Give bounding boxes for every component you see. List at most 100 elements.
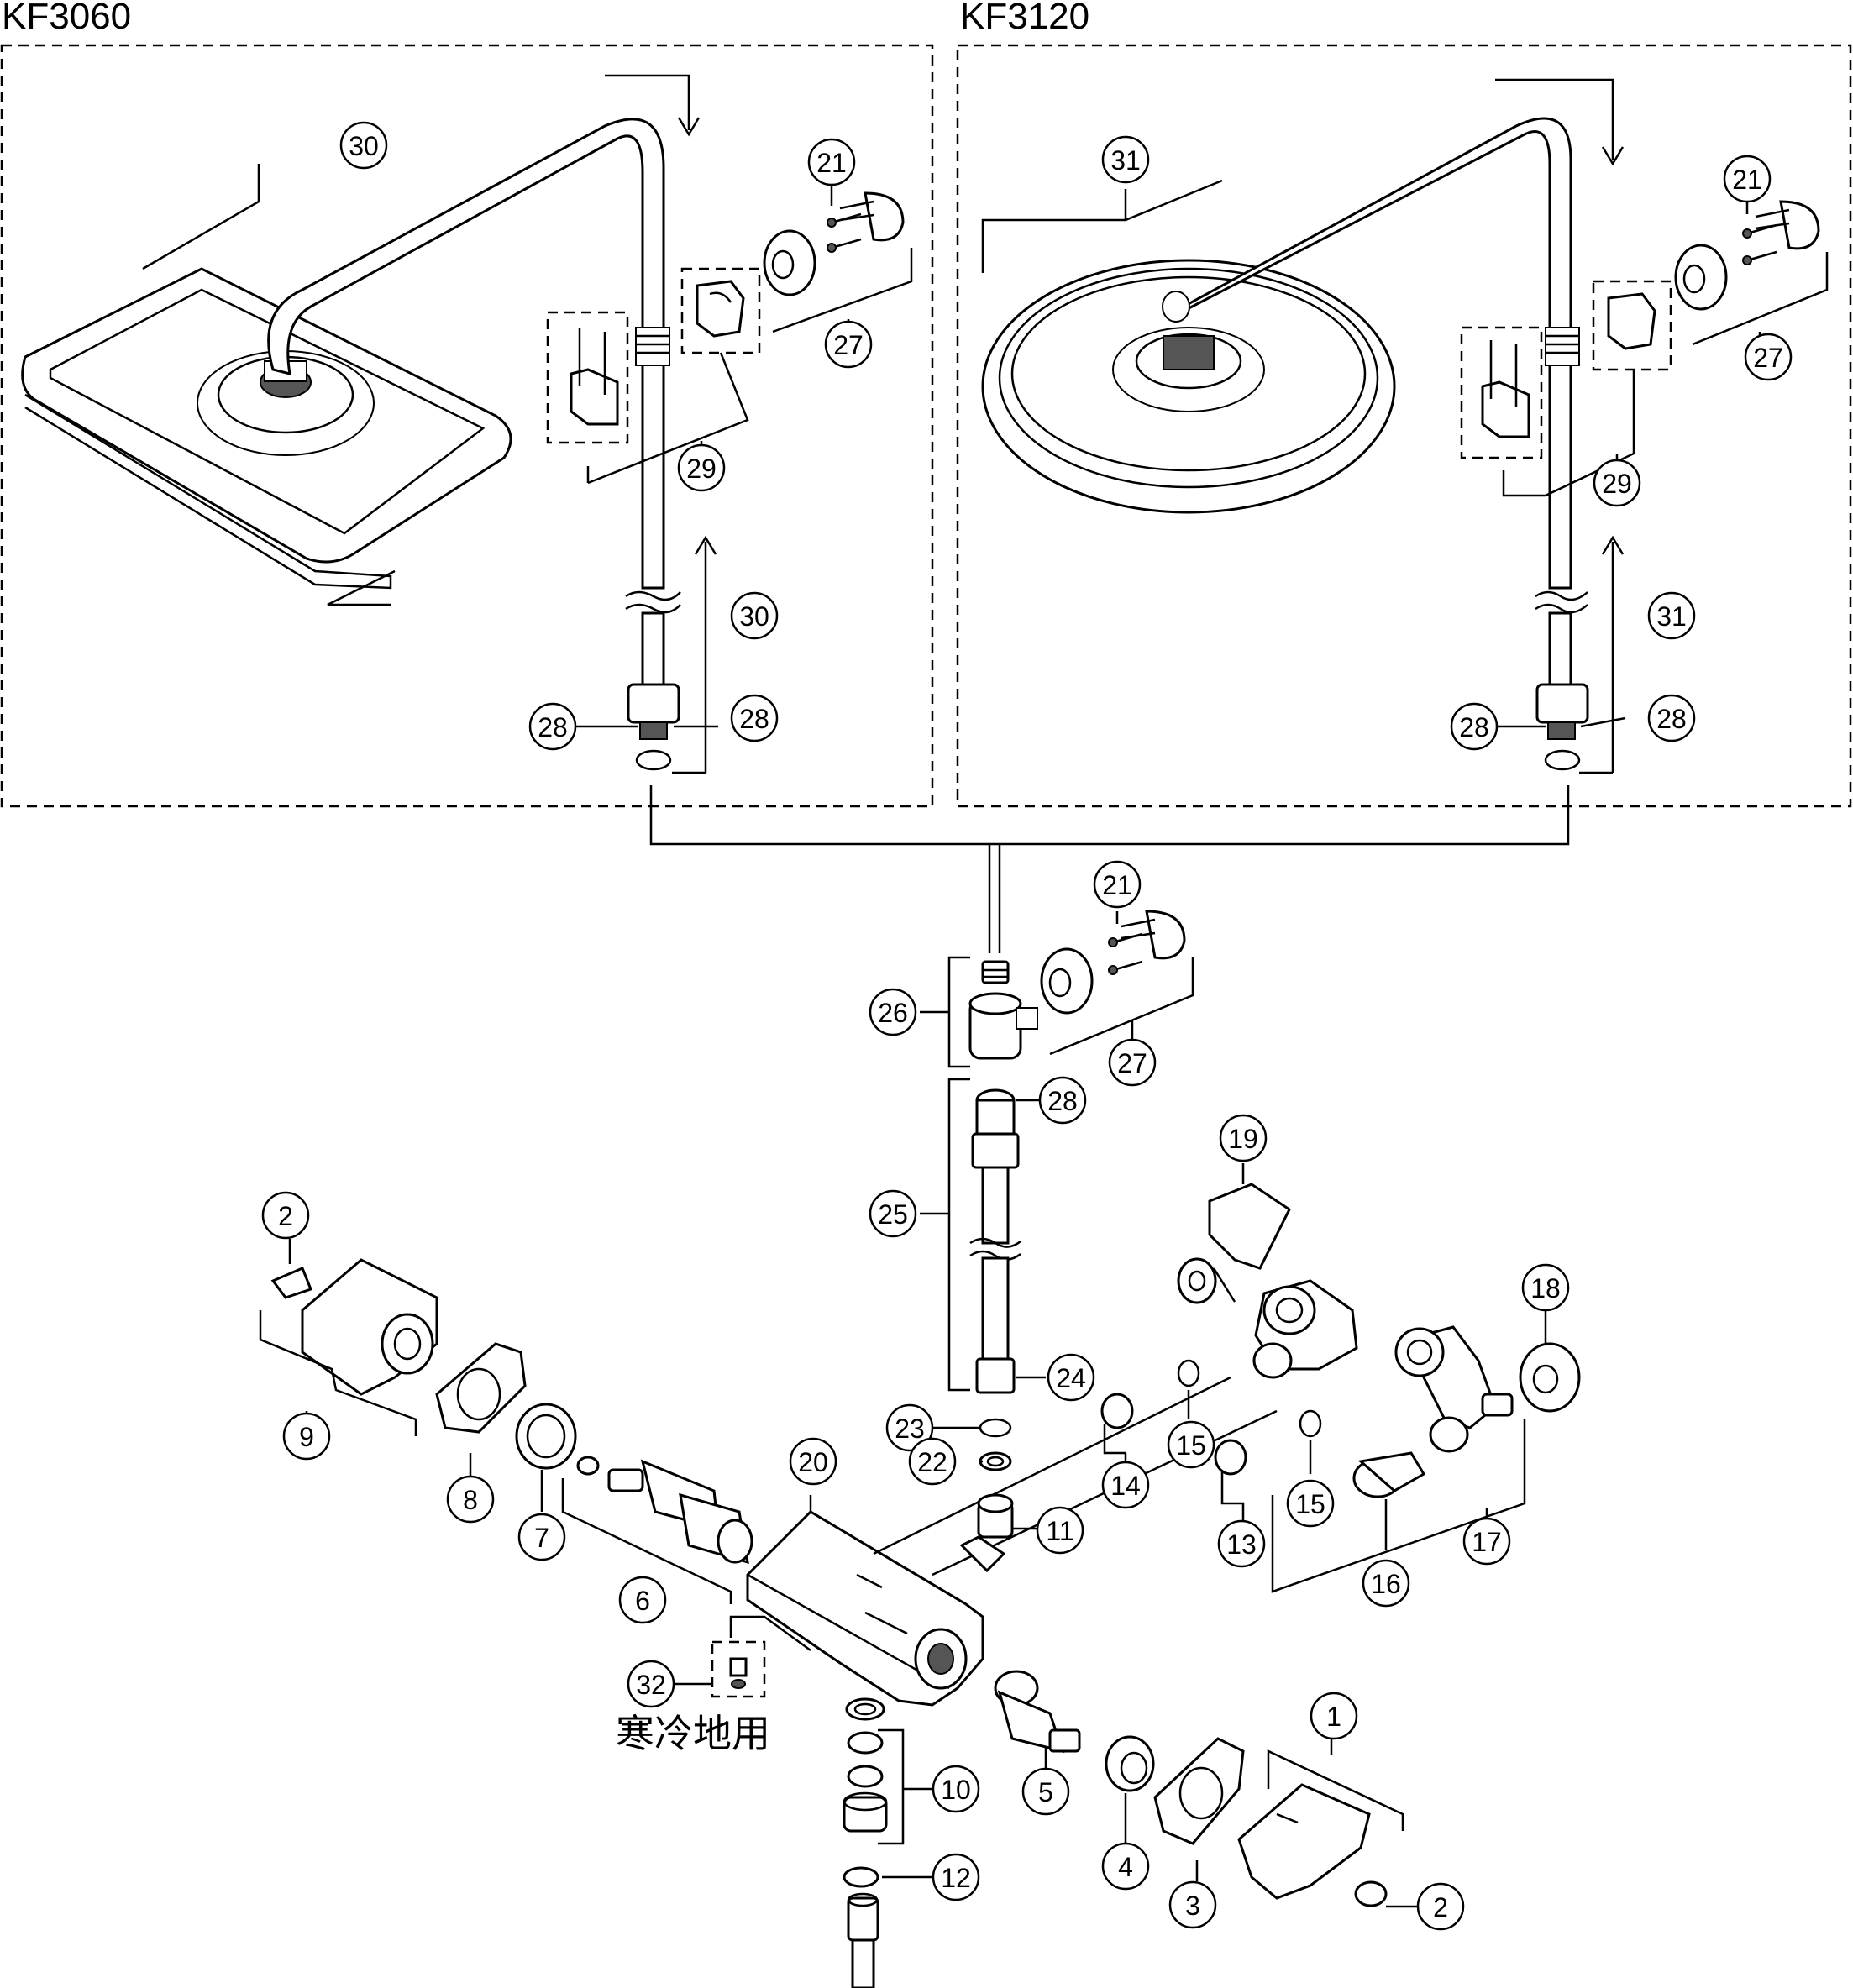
nut-icon [515, 1403, 577, 1470]
svg-text:28: 28 [1459, 712, 1489, 742]
drain-plug-icon [729, 1657, 748, 1689]
callout-29b: 29 [1593, 459, 1641, 507]
elbow-icon [1252, 1279, 1514, 1453]
nut-icon [435, 1342, 527, 1434]
mixer-body-icon [746, 1510, 984, 1707]
nut-icon [1100, 1393, 1247, 1476]
callout-31a: 31 [1101, 135, 1150, 184]
callout-27b: 27 [1744, 333, 1793, 381]
screw-icon [1742, 223, 1777, 265]
cartridge-icon [576, 1456, 753, 1565]
callout-13: 13 [1217, 1519, 1266, 1568]
callout-9: 9 [282, 1412, 331, 1461]
shower-pipe-icon [267, 118, 681, 771]
svg-text:21: 21 [1732, 165, 1762, 195]
shower-pipe-icon [969, 1088, 1021, 1394]
model-label-right: KF3120 [960, 0, 1089, 37]
callout-6: 6 [618, 1576, 667, 1624]
wall-bracket-icon [570, 280, 745, 426]
callout-28d: 28 [1647, 694, 1696, 742]
wall-bracket-icon [1040, 910, 1186, 1015]
diverter-icon [968, 960, 1038, 1060]
callout-7: 7 [517, 1513, 566, 1561]
callout-11: 11 [1036, 1506, 1084, 1555]
kf3060-group-box [0, 44, 934, 808]
svg-text:30: 30 [739, 601, 769, 632]
svg-text:3: 3 [1185, 1891, 1200, 1921]
svg-text:20: 20 [798, 1447, 828, 1477]
svg-text:22: 22 [917, 1447, 947, 1477]
callout-14: 14 [1101, 1461, 1150, 1509]
callout-32: 32 [627, 1660, 675, 1708]
svg-text:31: 31 [1656, 601, 1687, 632]
svg-text:21: 21 [816, 148, 847, 178]
bracket-box-4 [1592, 280, 1672, 371]
callout-4: 4 [1101, 1842, 1150, 1891]
callout-1: 1 [1310, 1692, 1358, 1740]
callout-30a: 30 [339, 121, 388, 170]
model-label-left: KF3060 [2, 0, 131, 37]
svg-text:2: 2 [1433, 1892, 1448, 1922]
callout-3: 3 [1168, 1880, 1217, 1929]
callout-10: 10 [932, 1765, 980, 1813]
svg-text:28: 28 [1656, 704, 1687, 734]
callout-20: 20 [789, 1437, 837, 1486]
callout-31b: 31 [1647, 591, 1696, 640]
svg-text:11: 11 [1046, 1516, 1073, 1546]
svg-text:30: 30 [349, 131, 379, 161]
svg-text:28: 28 [538, 712, 568, 742]
callout-18: 18 [1521, 1263, 1570, 1312]
callout-17: 17 [1462, 1517, 1511, 1566]
svg-text:1: 1 [1326, 1702, 1341, 1732]
svg-text:14: 14 [1110, 1471, 1141, 1501]
callout-25: 25 [869, 1189, 917, 1238]
svg-text:24: 24 [1056, 1363, 1086, 1393]
o-ring-icon [979, 1418, 1012, 1471]
callout-28a: 28 [528, 702, 577, 751]
handle-icon [270, 1258, 438, 1396]
callout-21b: 21 [1723, 155, 1772, 203]
bracket-box-3 [1460, 326, 1543, 459]
svg-text:4: 4 [1118, 1852, 1133, 1882]
svg-text:17: 17 [1472, 1527, 1502, 1557]
cold-region-note: 寒冷地用 [616, 1711, 770, 1756]
o-ring-icon [843, 1697, 888, 1888]
svg-text:27: 27 [1117, 1048, 1147, 1078]
svg-text:26: 26 [878, 998, 908, 1028]
callout-27c: 27 [1108, 1038, 1157, 1087]
svg-text:31: 31 [1110, 145, 1141, 176]
callout-28b: 28 [730, 694, 779, 742]
callout-5: 5 [1021, 1767, 1070, 1816]
svg-text:6: 6 [635, 1586, 650, 1616]
packing-icon [1519, 1342, 1581, 1413]
svg-text:2: 2 [278, 1201, 293, 1231]
callout-29a: 29 [677, 443, 726, 492]
shower-pipe-icon [1162, 117, 1589, 771]
shower-pipe-icon [847, 1892, 879, 1988]
screw-icon [827, 212, 862, 253]
nut-icon [1153, 1737, 1245, 1845]
svg-text:28: 28 [739, 704, 769, 734]
svg-text:15: 15 [1176, 1430, 1206, 1461]
hook-icon [1177, 1183, 1291, 1304]
callout-26: 26 [869, 988, 917, 1036]
callout-28e: 28 [1038, 1076, 1087, 1125]
svg-text:32: 32 [636, 1670, 666, 1700]
handle-icon [1237, 1783, 1388, 1907]
svg-text:29: 29 [686, 454, 717, 484]
svg-text:27: 27 [833, 330, 864, 360]
svg-text:8: 8 [463, 1485, 478, 1515]
svg-text:7: 7 [534, 1523, 549, 1553]
callout-2a: 2 [261, 1191, 310, 1240]
svg-text:15: 15 [1295, 1489, 1325, 1519]
svg-text:18: 18 [1530, 1273, 1561, 1303]
kf3120-group-box [956, 44, 1852, 808]
svg-text:12: 12 [941, 1863, 971, 1893]
callout-15b: 15 [1286, 1479, 1335, 1528]
svg-text:27: 27 [1753, 343, 1783, 373]
cartridge-icon [1352, 1451, 1426, 1498]
callout-30b: 30 [730, 591, 779, 640]
svg-text:21: 21 [1102, 870, 1132, 900]
o-ring-icon [1177, 1359, 1322, 1438]
